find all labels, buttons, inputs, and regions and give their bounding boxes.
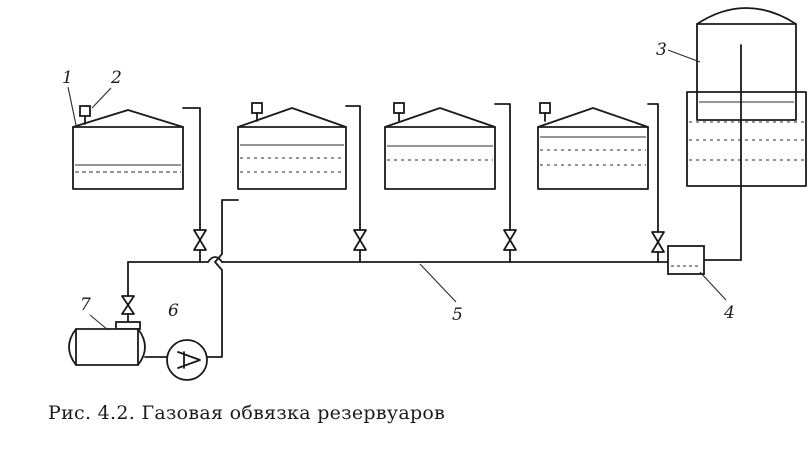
valve xyxy=(651,231,665,253)
valve xyxy=(121,295,135,315)
breather-valve xyxy=(251,102,263,114)
valve xyxy=(353,229,367,251)
label-gasholder-3: 3 xyxy=(656,40,667,60)
label-receiver-7: 7 xyxy=(80,295,91,315)
breather-valve xyxy=(79,105,91,117)
tank-4 xyxy=(537,102,659,233)
separator xyxy=(667,245,727,301)
tank-1 xyxy=(72,105,201,231)
figure-caption: Рис. 4.2. Газовая обвязка резервуаров xyxy=(48,402,446,424)
label-collector-5: 5 xyxy=(452,305,463,325)
label-compressor-6: 6 xyxy=(168,301,179,321)
tank-3 xyxy=(384,102,511,231)
label-breather-2: 2 xyxy=(110,68,122,88)
compressor xyxy=(166,339,208,381)
valve xyxy=(193,229,207,251)
gas-piping-diagram: 1 2 3 4 5 6 7 xyxy=(62,7,807,381)
gas-collector xyxy=(127,249,742,297)
return-line xyxy=(206,199,239,358)
valve xyxy=(503,229,517,251)
breather-valve xyxy=(539,102,551,114)
tank-2 xyxy=(237,102,361,231)
label-separator-4: 4 xyxy=(723,303,735,323)
receiver xyxy=(68,313,169,366)
label-tank-1: 1 xyxy=(62,68,73,88)
gasholder xyxy=(686,7,807,261)
breather-valve xyxy=(393,102,405,114)
